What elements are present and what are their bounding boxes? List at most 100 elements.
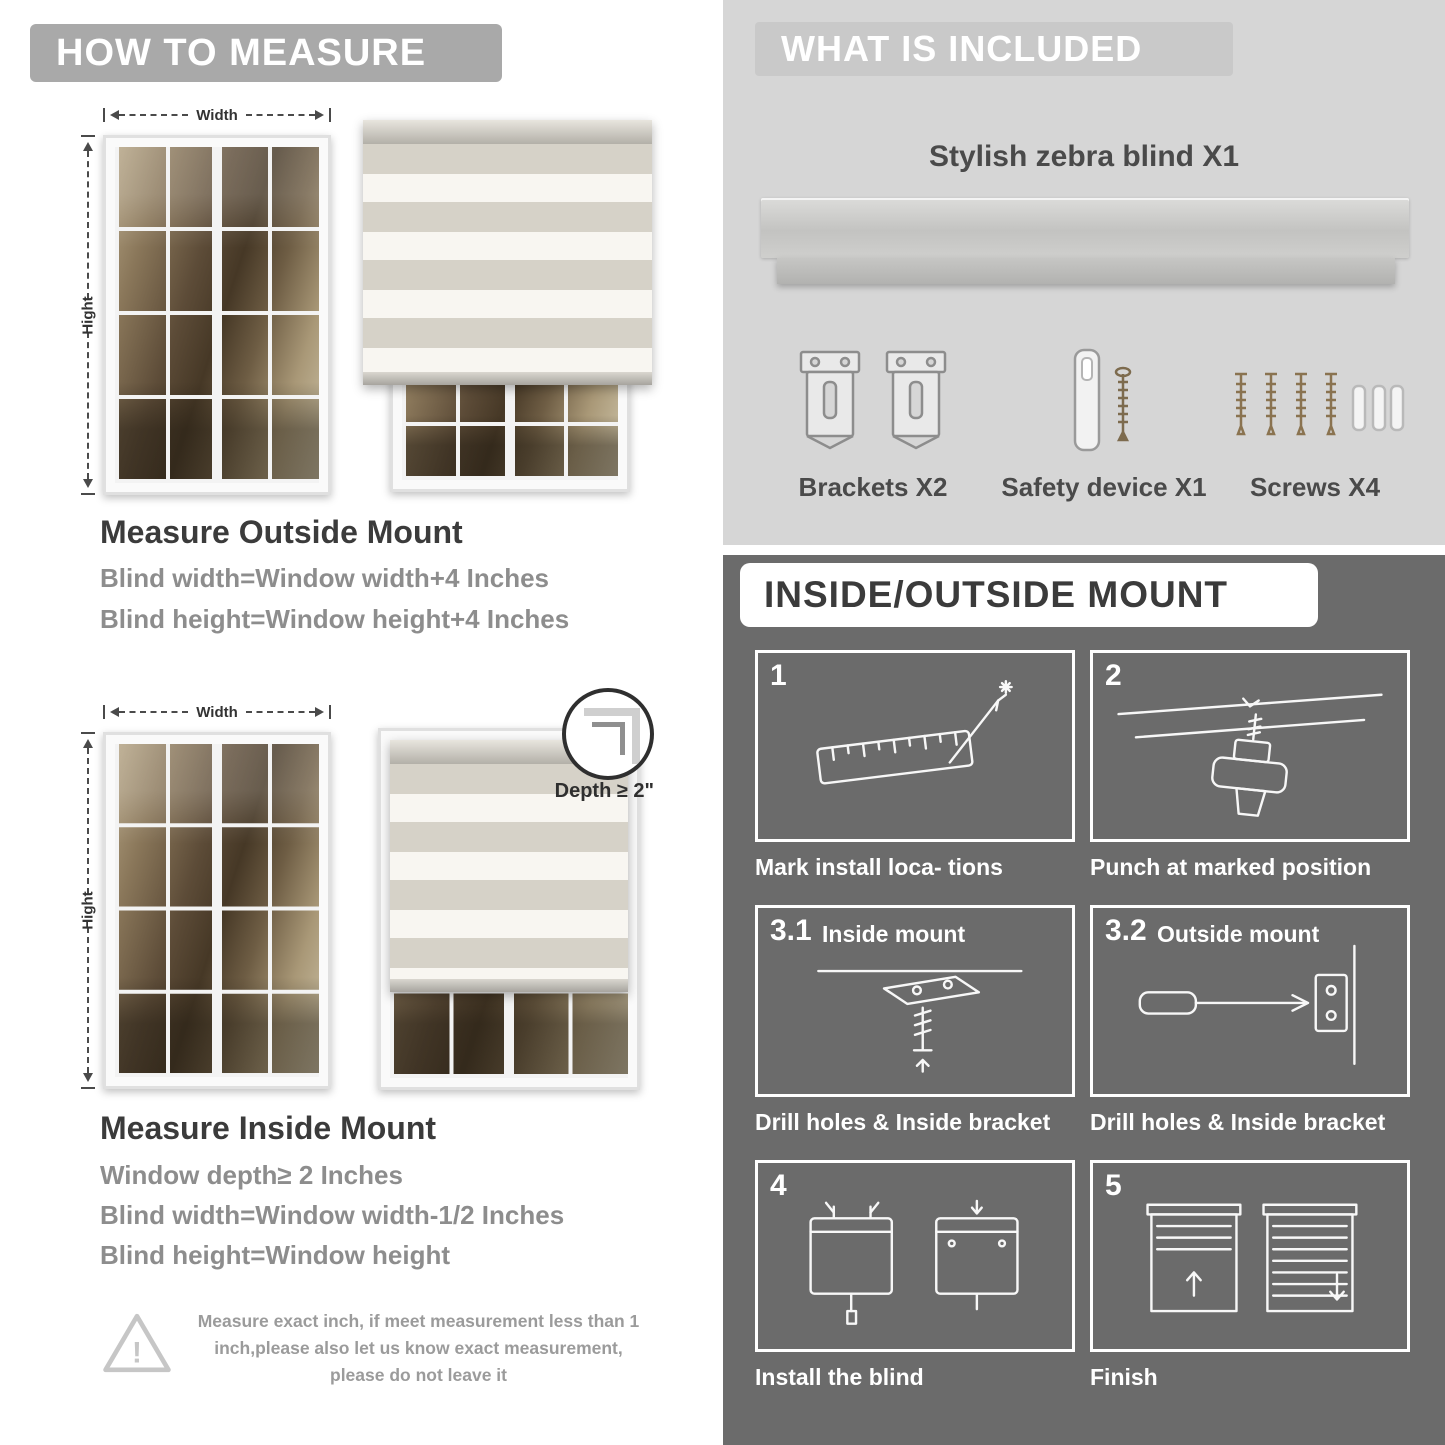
height-arrow-label: Hight (79, 891, 97, 930)
brackets-label: Brackets X2 (798, 472, 948, 502)
arrow-tick (103, 705, 105, 719)
arrow-dash (87, 151, 89, 299)
outside-measure-figure: Width Hight (78, 105, 336, 500)
step-4: 4 Install the blind (755, 1160, 1075, 1391)
step-5-panel: 5 (1090, 1160, 1410, 1352)
how-to-measure-header: HOW TO MEASURE (30, 24, 502, 82)
depth-callout-circle (562, 688, 654, 780)
what-is-included-header: WHAT IS INCLUDED (755, 22, 1233, 76)
step-3-1: 3.1 Inside mount Drill holes & Inside br… (755, 905, 1075, 1136)
screws-icon (1225, 330, 1405, 462)
step-3-2: 3.2 Outside mount Drill holes & Inside b… (1090, 905, 1410, 1136)
arrow-tick (81, 135, 95, 137)
arrow-tick (329, 108, 332, 122)
step-3-2-title: Outside mount (1157, 921, 1320, 947)
step-3-2-caption: Drill holes & Inside bracket (1090, 1109, 1386, 1135)
included-item-brackets: Brackets X2 (753, 330, 993, 503)
arrow-tick (103, 108, 105, 122)
outside-mount-line-1: Blind width=Window width+4 Inches (100, 563, 549, 593)
height-arrow: Hight (78, 732, 98, 1089)
step-3-1-number: 3.1 (770, 914, 812, 947)
arrow-tick (81, 1087, 95, 1089)
window-glass (115, 147, 319, 483)
step-3-2-panel: 3.2 Outside mount (1090, 905, 1410, 1097)
step-1-panel: 1 (755, 650, 1075, 842)
step-5-number: 5 (1105, 1169, 1122, 1202)
inside-bracket-illustration (817, 969, 1023, 1073)
screws-label: Screws X4 (1249, 472, 1381, 502)
step-1-caption: Mark install loca- tions (755, 854, 1003, 880)
brackets-icon (793, 330, 953, 462)
arrow-dash (87, 927, 89, 1073)
mount-guide-header: INSIDE/OUTSIDE MOUNT (740, 563, 1318, 627)
drill-illustration (1117, 693, 1383, 817)
arrow-down-head-icon (83, 479, 93, 493)
inside-mount-line-1: Window depth≥ 2 Inches (100, 1160, 403, 1190)
height-arrow-label: Hight (79, 295, 97, 335)
included-item-screws: Screws X4 (1215, 330, 1415, 503)
arrow-dash (119, 711, 189, 713)
inside-mount-line-2: Blind width=Window width-1/2 Inches (100, 1200, 565, 1230)
arrow-dash (87, 748, 89, 894)
warning-triangle-icon: ! (103, 1313, 171, 1373)
outside-mount-blind-figure (360, 112, 655, 497)
step-1-number: 1 (770, 659, 787, 692)
step-4-number: 4 (770, 1169, 787, 1202)
step-5: 5 Finish (1090, 1160, 1410, 1391)
mark-location-illustration (816, 680, 1013, 785)
arrow-left-head-icon (105, 707, 119, 717)
window-corner-detail (584, 708, 640, 764)
outside-mount-title: Measure Outside Mount (100, 514, 463, 550)
step-3-2-number: 3.2 (1105, 914, 1147, 947)
step-3-1-panel: 3.1 Inside mount (755, 905, 1075, 1097)
height-arrow: Hight (78, 135, 98, 495)
arrow-dash (245, 114, 316, 116)
outside-bracket-illustration (1138, 944, 1356, 1066)
what-is-included-section: WHAT IS INCLUDED Stylish zebra blind X1 (723, 0, 1445, 545)
zebra-blind-label: Stylish zebra blind X1 (928, 140, 1240, 173)
depth-label: Depth ≥ 2" (554, 780, 654, 802)
included-items-row: Brackets X2 Safety device (753, 330, 1415, 503)
inside-measure-figure: Width Hight (78, 702, 336, 1094)
step-3-1-title: Inside mount (822, 921, 966, 947)
inside-mount-blind-figure: Depth ≥ 2" (378, 688, 654, 1090)
arrow-up-head-icon (83, 137, 93, 151)
arrow-right-head-icon (315, 110, 329, 120)
measure-warning: ! Measure exact inch, if meet measuremen… (100, 1308, 641, 1389)
step-2-caption: Punch at marked position (1090, 854, 1372, 880)
mount-guide-section: INSIDE/OUTSIDE MOUNT 1 Mark install loca… (723, 555, 1445, 1445)
arrow-tick (81, 732, 95, 734)
arrow-down-head-icon (83, 1073, 93, 1087)
arrow-tick (329, 705, 332, 719)
window-mullion (212, 744, 222, 1077)
svg-text:!: ! (132, 1336, 142, 1369)
outside-mount-line-2: Blind height=Window height+4 Inches (100, 604, 570, 634)
inside-mount-title: Measure Inside Mount (100, 1110, 437, 1146)
arrow-dash (87, 331, 89, 479)
step-4-panel: 4 (755, 1160, 1075, 1352)
safety-device-icon (1049, 330, 1159, 462)
arrow-left-head-icon (105, 110, 119, 120)
inside-mount-line-3: Blind height=Window height (100, 1240, 450, 1270)
arrow-dash (245, 711, 316, 713)
step-2-number: 2 (1105, 659, 1122, 692)
blind-headrail-illustration (761, 198, 1409, 258)
safety-device-label: Safety device X1 (1001, 472, 1207, 502)
arrow-dash (119, 114, 189, 116)
width-arrow-label: Width (196, 106, 238, 124)
window-with-inside-blind (378, 728, 640, 1090)
window-illustration (103, 135, 331, 495)
step-4-caption: Install the blind (755, 1364, 924, 1390)
blind-fabric (390, 764, 628, 979)
arrow-up-head-icon (83, 734, 93, 748)
window-mullion (212, 147, 222, 483)
step-2-panel: 2 (1090, 650, 1410, 842)
included-item-safety-device: Safety device X1 (993, 330, 1215, 503)
width-arrow: Width (103, 105, 332, 125)
zebra-blind-illustration (363, 120, 652, 385)
blind-fabric (363, 144, 652, 372)
blind-bottom-rail (363, 372, 652, 385)
window-glass (115, 744, 319, 1077)
zebra-blind-illustration (390, 740, 628, 992)
